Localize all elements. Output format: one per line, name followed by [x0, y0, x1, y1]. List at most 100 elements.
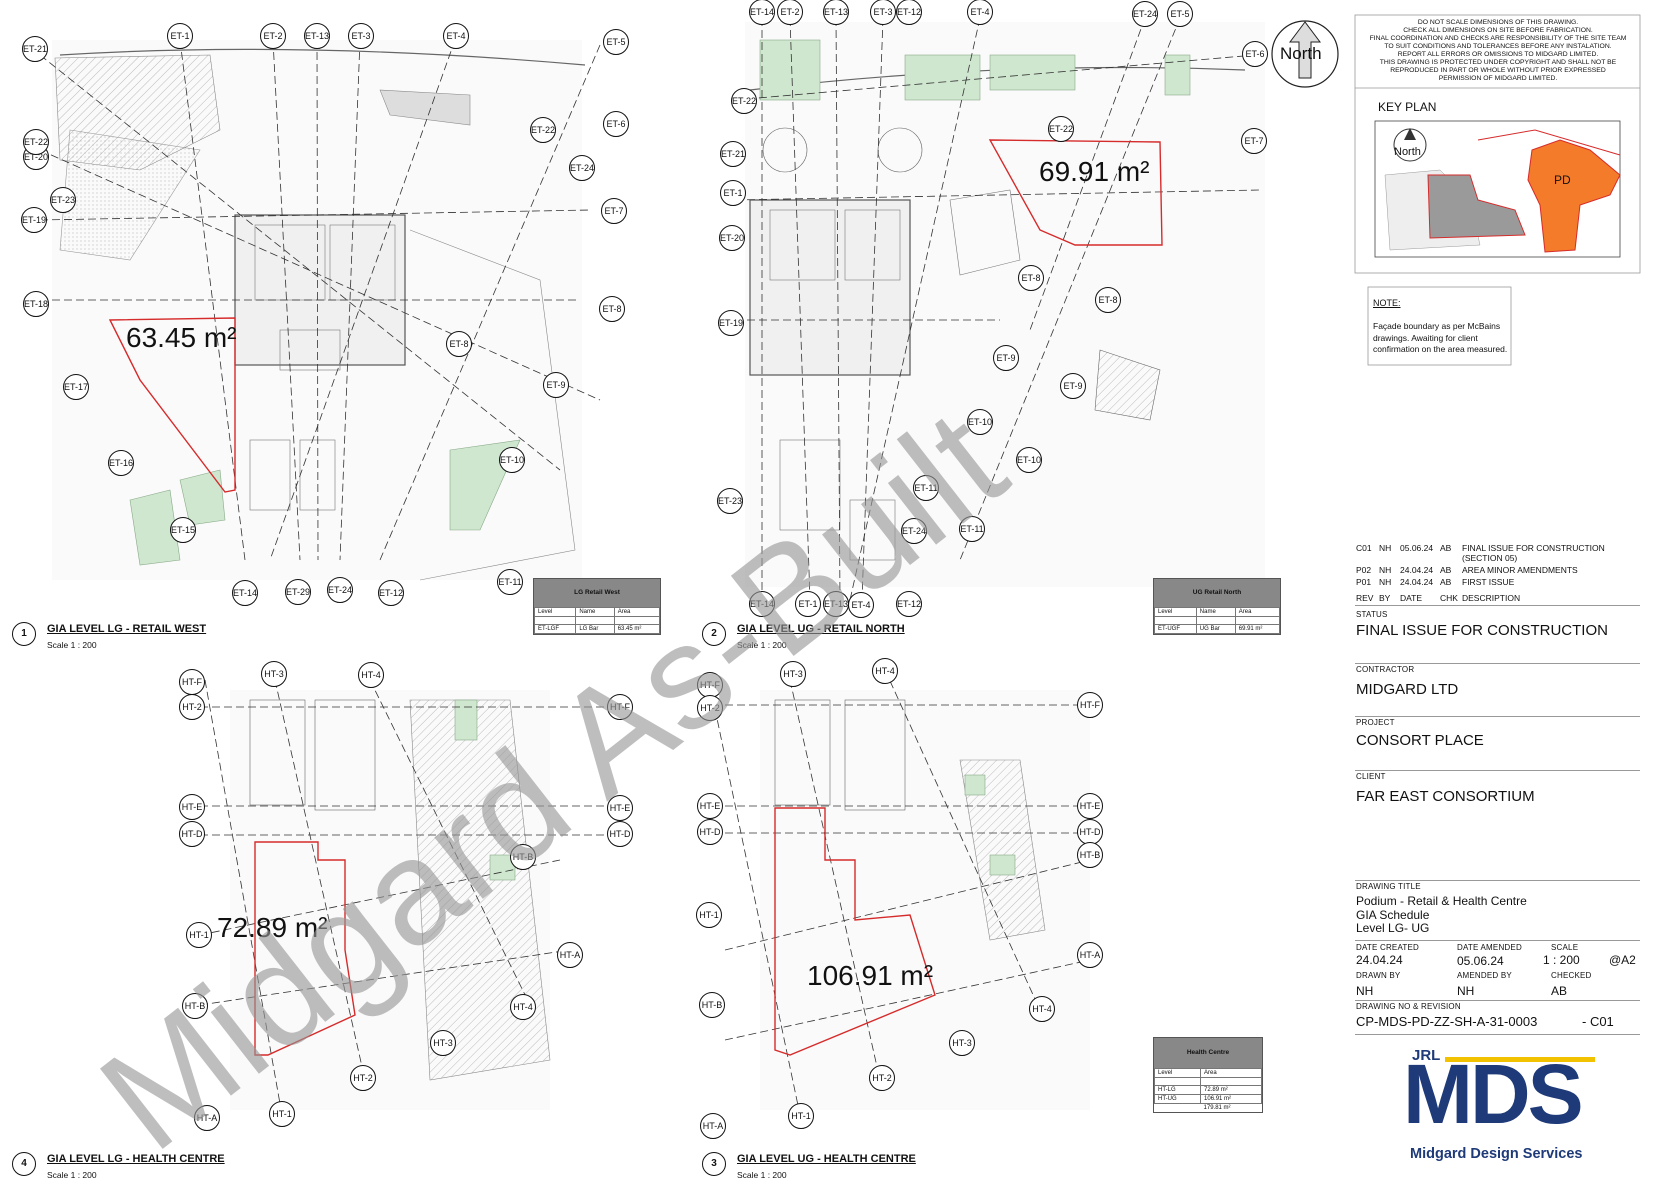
gridline-bubble: HT-2 — [350, 1065, 376, 1091]
disclaimer-line: DO NOT SCALE DIMENSIONS OF THIS DRAWING. — [1417, 19, 1579, 26]
revision-by: NH — [1379, 577, 1392, 587]
gridline-bubble: HT-2 — [869, 1065, 895, 1091]
gridline-bubble: HT-4 — [1029, 996, 1055, 1022]
logo-jrl: JRL — [1412, 1047, 1441, 1064]
divider — [1355, 880, 1640, 881]
gridline-bubble: HT-B — [510, 844, 536, 870]
revision-rev: C01 — [1356, 543, 1372, 553]
gridline-bubble: HT-4 — [358, 662, 384, 688]
gridline-bubble: ET-18 — [23, 291, 49, 317]
view-scale: Scale 1 : 200 — [47, 640, 97, 650]
gridline-bubble: ET-22 — [530, 117, 556, 143]
gridline-bubble: ET-12 — [896, 0, 922, 25]
gridline-bubble: HT-E — [607, 795, 633, 821]
status-value: FINAL ISSUE FOR CONSTRUCTION — [1356, 622, 1608, 639]
note-title: NOTE: — [1373, 298, 1401, 308]
schedule-cell: LG Bar — [575, 624, 615, 634]
disclaimer-line: TO SUIT CONDITIONS AND TOLERANCES BEFORE… — [1384, 43, 1612, 50]
disclaimer-line: PERMISSION OF MIDGARD LIMITED. — [1438, 75, 1558, 82]
gridline-bubble: ET-1 — [795, 591, 821, 617]
revision-by: NH — [1379, 543, 1392, 553]
gridline-bubble: ET-3 — [348, 23, 374, 49]
gridline-bubble: HT-1 — [186, 922, 212, 948]
gridline-bubble: ET-10 — [1016, 447, 1042, 473]
view-title: GIA LEVEL UG - HEALTH CENTRE — [737, 1153, 916, 1165]
divider — [1355, 605, 1640, 606]
gridline-bubble: HT-B — [1077, 842, 1103, 868]
area-label-health-ug: 106.91 m² — [807, 960, 934, 991]
view-number: 4 — [12, 1152, 36, 1176]
drawing-title-label: DRAWING TITLE — [1356, 882, 1421, 891]
gridline-bubble: HT-E — [179, 794, 205, 820]
revision-header: CHK — [1440, 593, 1458, 603]
date-created-value: 24.04.24 — [1356, 953, 1403, 967]
logo-mark: MDS — [1403, 1047, 1584, 1141]
disclaimer-line: REPORT ALL ERRORS OR OMISSIONS TO MIDGAR… — [1397, 51, 1599, 58]
revision-chk: AB — [1440, 565, 1452, 575]
project-value: CONSORT PLACE — [1356, 732, 1484, 749]
gridline-bubble: ET-12 — [378, 580, 404, 606]
gridline-bubble: ET-5 — [1167, 1, 1193, 27]
gridline-bubble: ET-23 — [50, 187, 76, 213]
area-label-retail-north: 69.91 m² — [1039, 156, 1150, 187]
gridline-bubble: HT-3 — [949, 1030, 975, 1056]
view-scale: Scale 1 : 200 — [737, 640, 787, 650]
gridline-bubble: HT-F — [1077, 692, 1103, 718]
scale-label: SCALE — [1551, 943, 1579, 952]
contractor-value: MIDGARD LTD — [1356, 681, 1459, 698]
divider — [1355, 940, 1640, 941]
schedule-col: Area — [1234, 607, 1281, 617]
gridline-bubble: ET-11 — [913, 475, 939, 501]
view-number: 2 — [702, 622, 726, 646]
gridline-bubble: ET-9 — [993, 345, 1019, 371]
gridline-bubble: ET-6 — [1242, 41, 1268, 67]
gridline-bubble: HT-3 — [261, 661, 287, 687]
gridline-bubble: ET-1 — [167, 23, 193, 49]
plan-retail-west — [39, 39, 601, 581]
divider — [1355, 663, 1640, 664]
gridline-bubble: ET-11 — [497, 569, 523, 595]
schedule-cell: 72.89 m² — [1200, 1085, 1262, 1095]
gridline-bubble: ET-11 — [959, 516, 985, 542]
gridline-bubble: ET-23 — [717, 488, 743, 514]
view-scale: Scale 1 : 200 — [737, 1170, 787, 1180]
gridline-bubble: HT-3 — [780, 661, 806, 687]
gridline-bubble: ET-9 — [543, 372, 569, 398]
key-plan-north: North — [1394, 146, 1421, 158]
client-value: FAR EAST CONSORTIUM — [1356, 788, 1535, 805]
gridline-bubble: ET-29 — [285, 579, 311, 605]
disclaimer-line: THIS DRAWING IS PROTECTED UNDER COPYRIGH… — [1379, 59, 1617, 66]
gridline-bubble: ET-8 — [446, 331, 472, 357]
divider — [1355, 716, 1640, 717]
drawing-title-line: Podium - Retail & Health Centre — [1356, 894, 1527, 908]
disclaimer: DO NOT SCALE DIMENSIONS OF THIS DRAWING.… — [1360, 19, 1636, 83]
area-label-retail-west: 63.45 m² — [126, 322, 237, 353]
gridline-bubble: ET-6 — [603, 111, 629, 137]
gridline-bubble: ET-22 — [23, 129, 49, 155]
gridline-bubble: HT-D — [607, 821, 633, 847]
view-title: GIA LEVEL UG - RETAIL NORTH — [737, 623, 905, 635]
revision-header: DESCRIPTION — [1462, 593, 1521, 603]
schedule-col: Level — [1154, 607, 1197, 617]
gridline-bubble: HT-A — [557, 942, 583, 968]
drawn-by-label: DRAWN BY — [1356, 971, 1401, 980]
schedule-cell: HT-UG — [1153, 1094, 1202, 1104]
gridline-bubble: ET-4 — [967, 0, 993, 25]
view-title: GIA LEVEL LG - HEALTH CENTRE — [47, 1153, 225, 1165]
gridline-bubble: ET-7 — [601, 198, 627, 224]
gridline-bubble: HT-A — [700, 1113, 726, 1139]
revision-rev: P01 — [1356, 577, 1372, 587]
view-number: 1 — [12, 622, 36, 646]
plan-health-centre-lg — [199, 679, 620, 1116]
schedule-cell: HT-LG — [1153, 1085, 1202, 1095]
schedule-cell: 106.91 m² — [1200, 1094, 1262, 1104]
gridline-bubble: ET-2 — [777, 0, 803, 25]
schedule-col: Area — [1200, 1068, 1262, 1078]
plan-health-centre-ug — [709, 669, 1095, 1116]
drawing-no-value: CP-MDS-PD-ZZ-SH-A-31-0003 — [1356, 1014, 1538, 1029]
gridline-bubble: ET-22 — [731, 88, 757, 114]
sheet-size: @A2 — [1609, 953, 1636, 967]
revision-date: 24.04.24 — [1400, 577, 1434, 587]
north-arrow-graphic — [1271, 20, 1339, 88]
revision-rev: P02 — [1356, 565, 1372, 575]
